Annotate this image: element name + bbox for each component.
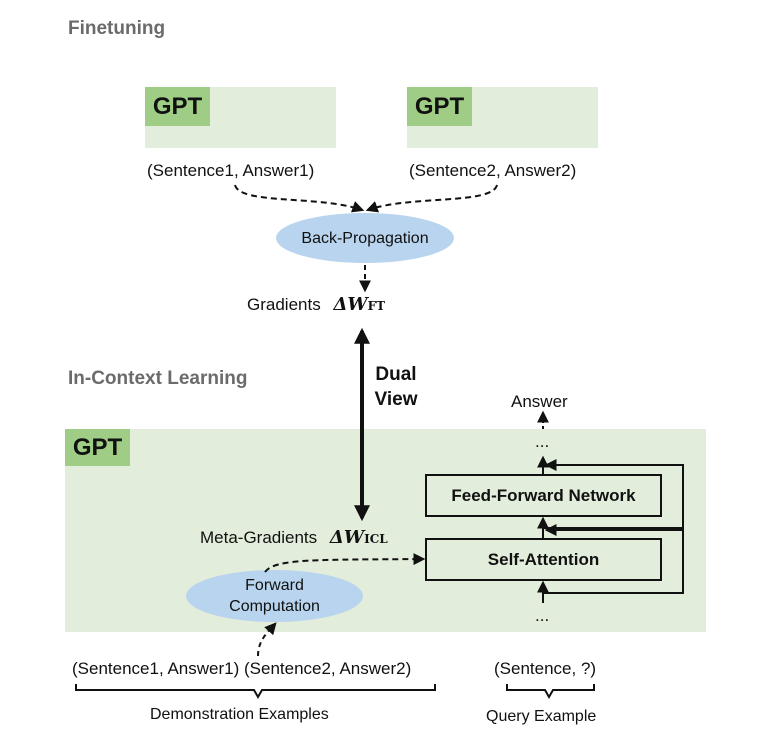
- finetuning-title: Finetuning: [68, 18, 166, 39]
- gradients-symbol: ΔW: [333, 294, 368, 315]
- gpt-panel-right: GPT: [407, 87, 598, 148]
- back-propagation-node: Back-Propagation: [276, 213, 454, 263]
- finetune-input-left: (Sentence1, Answer1): [147, 161, 315, 180]
- query-brace: [506, 684, 595, 700]
- arrow-input-left-to-backprop: [234, 184, 365, 213]
- finetune-input-right: (Sentence2, Answer2): [409, 161, 577, 180]
- dual-view-line1: Dual: [375, 364, 417, 385]
- demonstration-caption: Demonstration Examples: [150, 706, 329, 723]
- self-attention-box: Self-Attention: [425, 538, 662, 581]
- residual-attention: [543, 524, 684, 594]
- feed-forward-network-box: Feed-Forward Network: [425, 474, 662, 517]
- meta-gradients-symbol: ΔW: [329, 527, 365, 548]
- forward-computation-node: Forward Computation: [186, 570, 363, 622]
- demonstration-inputs: (Sentence1, Answer1) (Sentence2, Answer2…: [72, 659, 412, 678]
- icl-gpt-badge: GPT: [65, 429, 130, 466]
- meta-gradients-subscript: ICL: [364, 532, 388, 546]
- meta-gradients-label: Meta-Gradients ΔWICL: [200, 527, 388, 548]
- ellipsis-bottom: ...: [535, 606, 550, 625]
- arrow-input-right-to-backprop: [365, 184, 498, 213]
- forward-line1: Forward: [245, 577, 304, 594]
- query-caption: Query Example: [486, 708, 597, 725]
- gpt-panel-left: GPT: [145, 87, 336, 148]
- gpt-badge-left: GPT: [145, 87, 210, 126]
- answer-label: Answer: [511, 392, 568, 411]
- query-input: (Sentence, ?): [494, 659, 597, 678]
- demonstration-brace: [75, 684, 436, 700]
- dual-view-label: Dual View: [368, 362, 424, 412]
- ellipsis-top: ...: [535, 432, 550, 451]
- gradients-text: Gradients: [247, 295, 321, 314]
- gradients-label: Gradients ΔWFT: [247, 294, 385, 315]
- arrow-demos-to-forward: [257, 622, 277, 657]
- gradients-subscript: FT: [367, 299, 386, 313]
- meta-gradients-text: Meta-Gradients: [200, 528, 318, 547]
- residual-ffn: [543, 459, 684, 529]
- forward-line2: Computation: [229, 598, 320, 615]
- icl-title: In-Context Learning: [68, 368, 248, 389]
- dual-view-line2: View: [374, 389, 418, 410]
- gpt-badge-right: GPT: [407, 87, 472, 126]
- arrow-forward-to-attention: [264, 553, 426, 573]
